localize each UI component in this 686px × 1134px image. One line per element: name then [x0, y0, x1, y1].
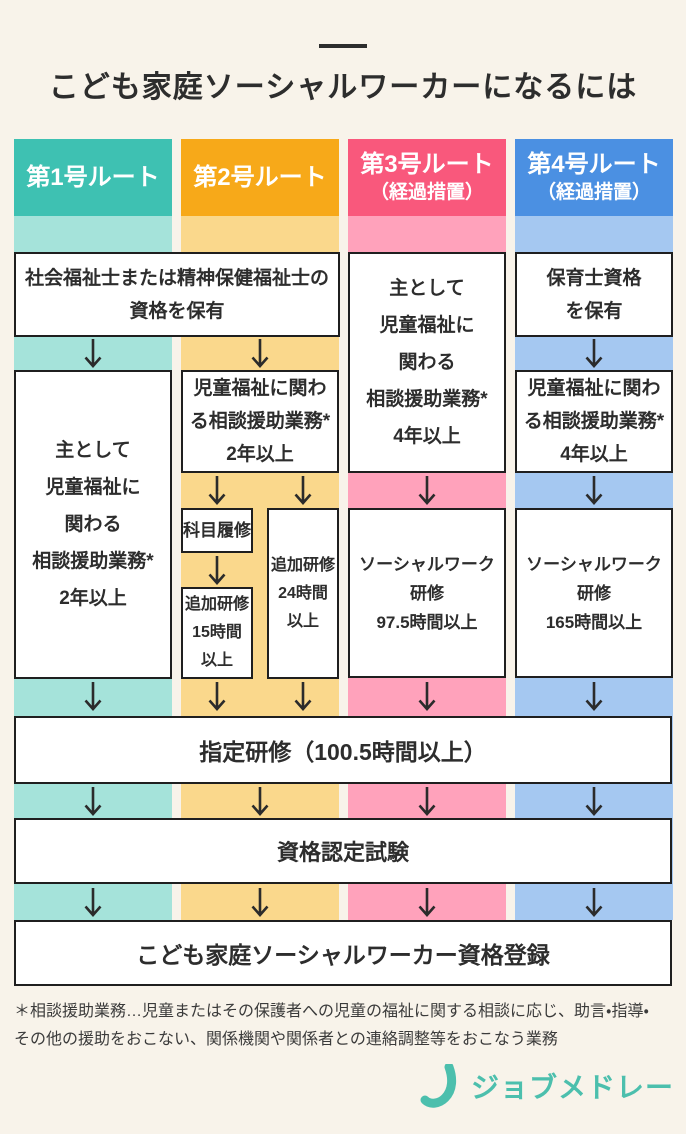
- route3-header-label: 第3号ルート: [360, 151, 494, 178]
- jobmedley-crescent-icon: [420, 1064, 457, 1108]
- arrow-down-icon: [208, 556, 226, 585]
- arrow-down-icon: [84, 787, 102, 816]
- route2-header-label: 第2号ルート: [193, 163, 327, 191]
- arrow-down-icon: [84, 888, 102, 917]
- arrow-down-icon: [585, 339, 603, 368]
- arrow-down-icon: [585, 888, 603, 917]
- route4-experience-box: 児童福祉に関わ る相談援助業務* 4年以上: [515, 370, 673, 473]
- registration-box: こども家庭ソーシャルワーカー資格登録: [14, 920, 672, 986]
- jobmedley-logo-text: ジョブメドレー: [470, 1072, 674, 1103]
- arrow-down-icon: [585, 682, 603, 711]
- arrow-down-icon: [84, 682, 102, 711]
- designated-training-box: 指定研修（100.5時間以上）: [14, 716, 672, 784]
- route3-sw-training-box: ソーシャルワーク 研修 97.5時間以上: [348, 508, 506, 678]
- footnote-line1: ＊相談援助業務…児童またはその保護者への児童の福祉に関する相談に応じ、助言・指導…: [14, 1003, 649, 1020]
- arrow-down-icon: [251, 888, 269, 917]
- route4-sw-training-box: ソーシャルワーク 研修 165時間以上: [515, 508, 673, 678]
- page-title: こども家庭ソーシャルワーカーになるには: [48, 71, 638, 104]
- route3-header-sublabel: （経過措置）: [369, 182, 484, 203]
- route4-license-box: 保育士資格 を保有: [515, 252, 673, 337]
- route2-course-box: 科目履修: [181, 508, 253, 553]
- route1-header: 第1号ルート: [14, 139, 172, 216]
- arrow-down-icon: [294, 476, 312, 505]
- footnote: ＊相談援助業務…児童またはその保護者への児童の福祉に関する相談に応じ、助言・指導…: [14, 998, 674, 1054]
- route1-experience-box: 主として 児童福祉に 関わる 相談援助業務* 2年以上: [14, 370, 172, 679]
- arrow-down-icon: [208, 682, 226, 711]
- arrow-down-icon: [418, 888, 436, 917]
- certification-exam-box: 資格認定試験: [14, 818, 672, 884]
- route2-training24-box: 追加研修 24時間 以上: [267, 508, 339, 679]
- arrow-down-icon: [585, 787, 603, 816]
- arrow-down-icon: [84, 339, 102, 368]
- arrow-down-icon: [251, 787, 269, 816]
- arrow-down-icon: [418, 476, 436, 505]
- jobmedley-logo: ジョブメドレー: [419, 1064, 674, 1108]
- welfare-license-line2: 資格を保有: [129, 300, 225, 322]
- arrow-down-icon: [294, 682, 312, 711]
- title-divider: [319, 44, 367, 48]
- route3-experience-box: 主として 児童福祉に 関わる 相談援助業務* 4年以上: [348, 252, 506, 473]
- footnote-line2: その他の援助をおこない、関係機関や関係者との連絡調整等をおこなう業務: [14, 1031, 558, 1048]
- route4-header: 第4号ルート （経過措置）: [515, 139, 673, 216]
- route2-header: 第2号ルート: [181, 139, 339, 216]
- arrow-down-icon: [418, 787, 436, 816]
- welfare-license-box: 社会福祉士または精神保健福祉士の 資格を保有: [14, 252, 340, 337]
- arrow-down-icon: [251, 339, 269, 368]
- route3-header: 第3号ルート （経過措置）: [348, 139, 506, 216]
- route2-training15-box: 追加研修 15時間 以上: [181, 587, 253, 679]
- arrow-down-icon: [585, 476, 603, 505]
- arrow-down-icon: [418, 682, 436, 711]
- route2-experience-box: 児童福祉に関わ る相談援助業務* 2年以上: [181, 370, 339, 473]
- route4-header-label: 第4号ルート: [527, 151, 661, 178]
- route1-header-label: 第1号ルート: [26, 163, 160, 191]
- route4-header-sublabel: （経過措置）: [536, 182, 651, 203]
- arrow-down-icon: [208, 476, 226, 505]
- welfare-license-line1: 社会福祉士または精神保健福祉士の: [24, 267, 329, 289]
